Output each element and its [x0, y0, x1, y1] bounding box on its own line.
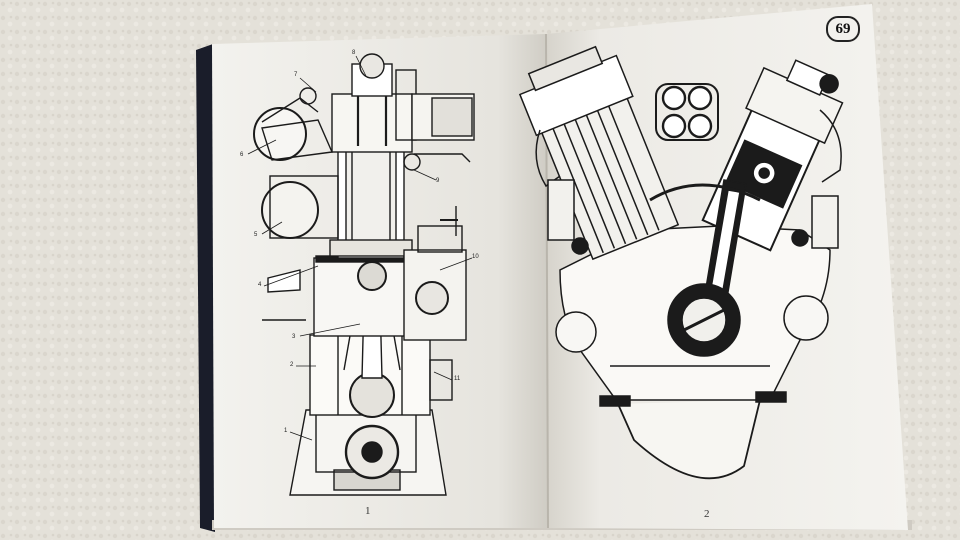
left-figure-number: 1 [365, 505, 371, 517]
callout-6: 6 [240, 152, 244, 158]
callout-1: 1 [284, 428, 288, 434]
callout-3: 3 [292, 334, 296, 340]
right-figure-number: 2 [704, 508, 710, 520]
callout-11: 11 [454, 376, 461, 382]
book-cover [196, 44, 215, 532]
callout-2: 2 [290, 362, 294, 368]
callout-4: 4 [258, 282, 262, 288]
callout-5: 5 [254, 232, 258, 238]
callout-10: 10 [472, 254, 479, 260]
callout-7: 7 [294, 72, 298, 78]
callout-8: 8 [352, 50, 356, 56]
left-engine-drawing [247, 53, 475, 496]
callout-9: 9 [436, 178, 440, 184]
page-number-badge: 69 [826, 16, 860, 42]
right-engine-drawing [518, 45, 844, 480]
